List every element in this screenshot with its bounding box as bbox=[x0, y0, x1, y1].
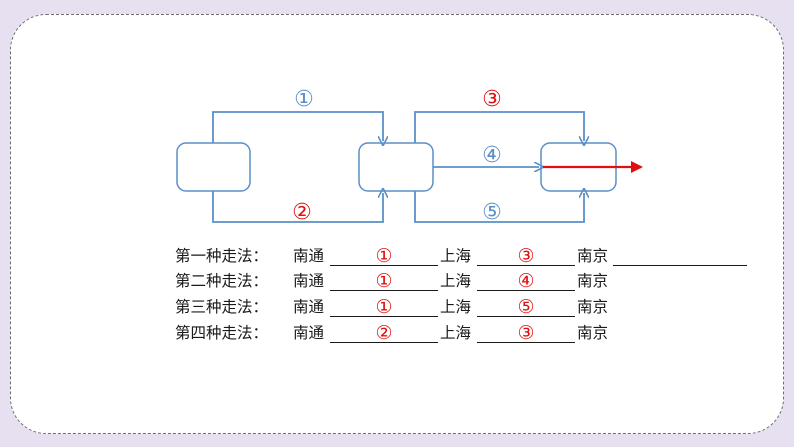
mid-text: 上海 bbox=[440, 298, 472, 316]
origin-text: 南通 bbox=[293, 247, 325, 265]
answer-2: ③ bbox=[517, 322, 535, 344]
blank-2[interactable] bbox=[477, 322, 575, 343]
answer-1: ② bbox=[375, 322, 393, 344]
dest-text: 南京 bbox=[577, 272, 609, 290]
blank-1[interactable] bbox=[330, 270, 438, 291]
mid-text: 上海 bbox=[440, 272, 472, 290]
row-label: 第一种走法： bbox=[175, 247, 269, 265]
mid-text: 上海 bbox=[440, 247, 472, 265]
origin-text: 南通 bbox=[293, 272, 325, 290]
route-3-line bbox=[414, 111, 584, 143]
route-5-label: ⑤ bbox=[482, 200, 502, 225]
route-5-line bbox=[414, 191, 584, 223]
dest-text: 南京 bbox=[577, 324, 609, 342]
blank-1[interactable] bbox=[330, 245, 438, 266]
dest-text: 南京 bbox=[577, 247, 609, 265]
route-1-line bbox=[212, 111, 383, 143]
row-label: 第四种走法： bbox=[175, 324, 269, 342]
mid-text: 上海 bbox=[440, 324, 472, 342]
origin-text: 南通 bbox=[293, 324, 325, 342]
row-label: 第三种走法： bbox=[175, 298, 269, 316]
route-2-line bbox=[212, 191, 383, 223]
answer-2: ⑤ bbox=[517, 296, 535, 318]
blank-2[interactable] bbox=[477, 245, 575, 266]
shanghai-box bbox=[358, 142, 434, 192]
route-4-label: ④ bbox=[482, 143, 502, 168]
route-2-label: ② bbox=[292, 200, 312, 225]
blank-2[interactable] bbox=[477, 270, 575, 291]
blank-2[interactable] bbox=[477, 296, 575, 317]
blank-1[interactable] bbox=[330, 322, 438, 343]
blank-3[interactable] bbox=[613, 245, 747, 266]
origin-text: 南通 bbox=[293, 298, 325, 316]
slide-card bbox=[10, 14, 784, 434]
nantong-box bbox=[176, 142, 251, 192]
row-label: 第二种走法： bbox=[175, 272, 269, 290]
answer-1: ① bbox=[375, 270, 393, 292]
answer-2: ④ bbox=[517, 270, 535, 292]
answer-1: ① bbox=[375, 245, 393, 267]
dest-text: 南京 bbox=[577, 298, 609, 316]
route-3-label: ③ bbox=[482, 87, 502, 112]
blank-1[interactable] bbox=[330, 296, 438, 317]
answer-2: ③ bbox=[517, 245, 535, 267]
route-1-label: ① bbox=[294, 87, 314, 112]
answer-1: ① bbox=[375, 296, 393, 318]
